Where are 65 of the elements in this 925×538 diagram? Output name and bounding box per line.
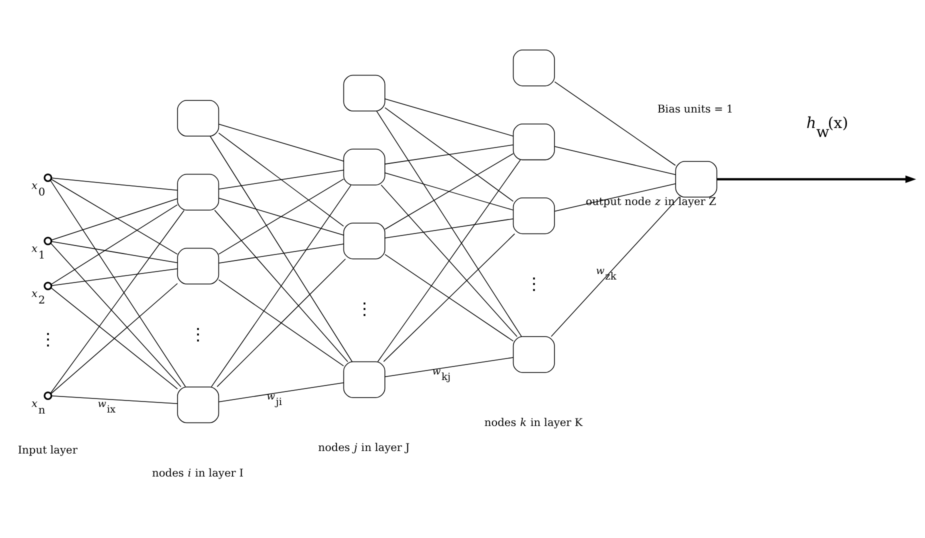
- connector: [218, 198, 344, 236]
- connector: [51, 396, 178, 404]
- label: ⋮: [356, 298, 373, 319]
- connector: [384, 218, 514, 238]
- node-box: [675, 160, 718, 198]
- node-box: [177, 386, 220, 424]
- node-box: [512, 336, 555, 373]
- connector: [384, 153, 514, 230]
- connector: [216, 258, 346, 388]
- node-box: [177, 174, 220, 210]
- connector: [384, 144, 514, 164]
- arrow: [717, 176, 916, 183]
- connector: [211, 184, 352, 388]
- connector: [51, 241, 178, 264]
- node-box: [343, 148, 386, 186]
- node-box: [512, 198, 555, 234]
- node-circle: [44, 236, 52, 246]
- connector: [218, 170, 344, 190]
- connector: [554, 146, 676, 175]
- label: Bias units = 1: [657, 102, 734, 116]
- connector: [384, 107, 514, 202]
- label: nodes k in layer K: [484, 416, 583, 429]
- node-box: [512, 50, 555, 86]
- node-box: [343, 361, 386, 398]
- connector: [50, 242, 182, 388]
- connector: [218, 244, 344, 264]
- connector: [50, 204, 178, 285]
- connector: [383, 233, 516, 362]
- node-box: [177, 248, 220, 284]
- connector: [218, 279, 344, 366]
- label: nodes i in layer I: [152, 466, 244, 480]
- connector: [384, 98, 514, 136]
- label: Input layer: [18, 443, 78, 456]
- connector: [377, 160, 521, 362]
- connector: [50, 180, 186, 388]
- node-box: [343, 222, 386, 260]
- connector: [384, 254, 514, 342]
- connector: [214, 210, 348, 362]
- connector: [218, 132, 344, 226]
- connector: [380, 184, 518, 338]
- connector: [376, 110, 522, 337]
- connector: [50, 198, 178, 241]
- node-circle: [44, 282, 52, 290]
- label: ⋮: [190, 324, 207, 344]
- node-box: [343, 74, 386, 112]
- label: ⋮: [40, 329, 57, 350]
- node-circle: [44, 391, 52, 400]
- connector: [554, 81, 676, 166]
- connector: [51, 178, 178, 191]
- connector: [210, 136, 352, 362]
- connector: [384, 172, 514, 210]
- connector: [218, 382, 344, 402]
- connector: [50, 210, 184, 394]
- node-circle: [44, 173, 52, 182]
- label: ⋮: [525, 273, 542, 294]
- connector: [550, 196, 680, 337]
- connector: [50, 178, 178, 255]
- connector: [384, 357, 514, 378]
- node-box: [512, 124, 555, 160]
- connector: [218, 124, 344, 162]
- connector: [554, 183, 676, 212]
- connector: [218, 178, 344, 255]
- label: nodes j in layer J: [318, 441, 410, 454]
- connector: [51, 268, 178, 286]
- node-box: [177, 100, 220, 137]
